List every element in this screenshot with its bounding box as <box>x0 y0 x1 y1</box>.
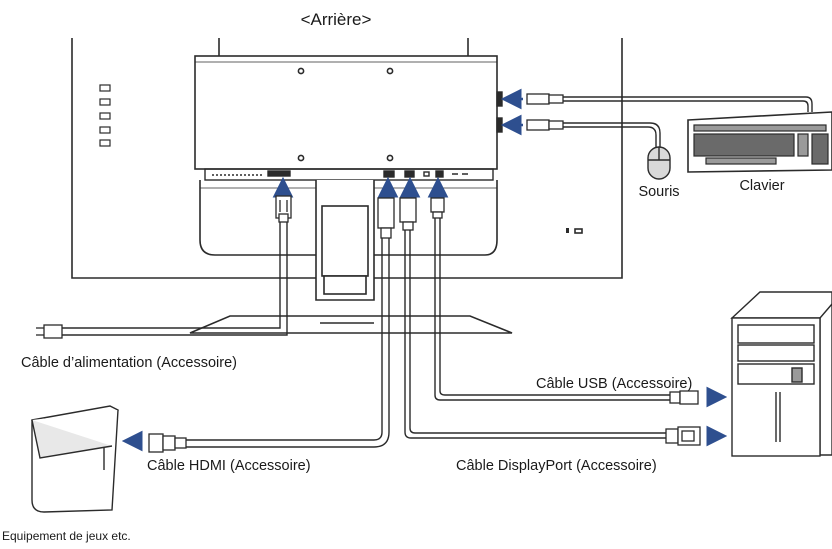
mouse-illustration <box>647 146 671 180</box>
stand <box>189 180 513 334</box>
displayport-cable-label: Câble DisplayPort (Accessoire) <box>456 458 657 474</box>
connectors <box>36 93 701 453</box>
vesa-plate <box>194 55 498 170</box>
keyboard-label: Clavier <box>739 178 784 194</box>
cables <box>62 96 813 448</box>
hdmi-cable-label: Câble HDMI (Accessoire) <box>147 458 311 474</box>
diagram-title: <Arrière> <box>301 10 372 29</box>
power-cable-label: Câble d’alimentation (Accessoire) <box>21 355 237 371</box>
port-arrows <box>272 88 523 198</box>
pc-tower-illustration <box>730 291 832 457</box>
port-panel <box>204 168 494 181</box>
usb-cable-label: Câble USB (Accessoire) <box>536 376 692 392</box>
mouse-label: Souris <box>638 184 679 200</box>
side-buttons <box>99 84 111 147</box>
device-arrows <box>121 386 728 452</box>
keyboard-illustration <box>687 111 832 173</box>
game-device-label: Equipement de jeux etc. <box>2 529 131 543</box>
game-device-illustration <box>31 405 119 513</box>
labels: Câble d’alimentation (Accessoire) Câble … <box>2 178 785 543</box>
